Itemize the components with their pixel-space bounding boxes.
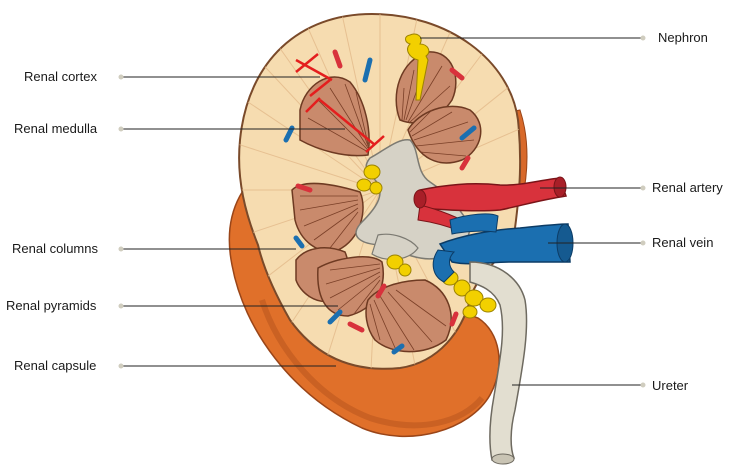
- label-nephron: Nephron: [658, 30, 708, 45]
- label-renal-vein: Renal vein: [652, 235, 714, 250]
- pyramid-top-right: [407, 105, 482, 164]
- renal-pyramids: [291, 51, 482, 353]
- pyramid-striations: [299, 59, 475, 351]
- label-ureter: Ureter: [652, 378, 689, 393]
- renal-vein: [432, 213, 574, 283]
- leader-lines: [122, 37, 642, 386]
- ureter: [469, 261, 528, 465]
- minor-calyx: [371, 233, 419, 260]
- label-renal-cortex: Renal cortex: [24, 69, 97, 84]
- label-renal-capsule: Renal capsule: [14, 358, 97, 373]
- leader-dots: [118, 35, 646, 388]
- label-renal-columns: Renal columns: [12, 241, 98, 256]
- arcuate-vessels: [283, 49, 477, 355]
- cortex-medulla-brackets: [295, 53, 385, 153]
- label-renal-medulla: Renal medulla: [14, 121, 98, 136]
- nephron: [405, 33, 430, 101]
- capsule-shading: [259, 299, 485, 429]
- label-renal-pyramids: Renal pyramids: [6, 298, 97, 313]
- label-renal-artery: Renal artery: [652, 180, 723, 195]
